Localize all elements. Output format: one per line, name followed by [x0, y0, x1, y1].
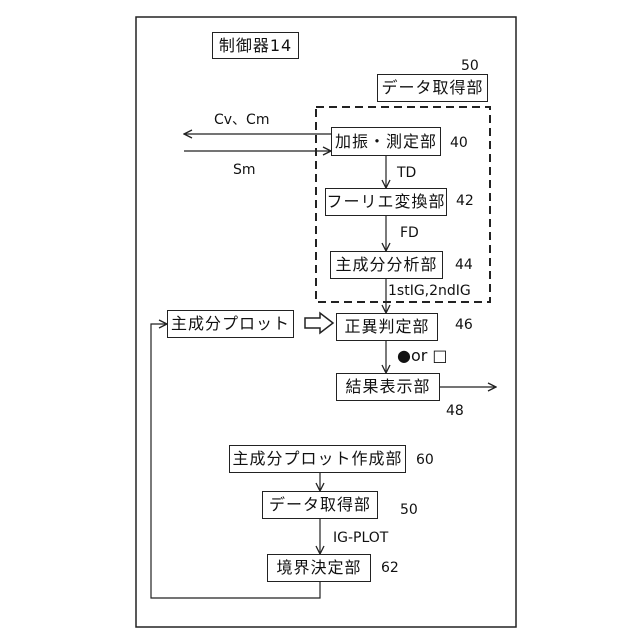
controller-title: 制御器14 — [219, 38, 292, 54]
data-acquisition-top-ref: 50 — [461, 59, 479, 73]
block-arrow-plot-to-judgment — [305, 313, 333, 333]
data-acquisition-top-label: データ取得部 — [381, 80, 483, 96]
result-display-label: 結果表示部 — [345, 379, 430, 395]
judgment-label: 正異判定部 — [344, 319, 429, 335]
edge-label-td: TD — [397, 166, 416, 180]
principal-component-plot-label: 主成分プロット — [171, 316, 290, 332]
edge-label-ig: 1stIG,2ndIG — [388, 284, 471, 298]
result-display-ref: 48 — [446, 404, 464, 418]
boundary-decision-ref: 62 — [381, 561, 399, 575]
excitation-measurement-label: 加振・測定部 — [335, 134, 437, 150]
data-acquisition-bottom-label: データ取得部 — [269, 497, 371, 513]
data-acquisition-top-box: データ取得部 — [377, 74, 488, 102]
principal-component-plot-box: 主成分プロット — [167, 310, 294, 338]
plot-creation-label: 主成分プロット作成部 — [232, 451, 402, 467]
judgment-box: 正異判定部 — [336, 313, 438, 341]
principal-component-analysis-ref: 44 — [455, 258, 473, 272]
excitation-measurement-ref: 40 — [450, 136, 468, 150]
data-acquisition-bottom-ref: 50 — [400, 503, 418, 517]
fourier-transform-ref: 42 — [456, 194, 474, 208]
edge-label-fd: FD — [400, 226, 419, 240]
data-acquisition-bottom-box: データ取得部 — [262, 491, 378, 519]
boundary-decision-box: 境界決定部 — [267, 554, 371, 582]
plot-creation-box: 主成分プロット作成部 — [229, 445, 406, 473]
result-display-box: 結果表示部 — [336, 373, 440, 401]
boundary-decision-label: 境界決定部 — [276, 560, 361, 576]
plot-creation-ref: 60 — [416, 453, 434, 467]
judgment-ref: 46 — [455, 318, 473, 332]
principal-component-analysis-box: 主成分分析部 — [330, 251, 443, 279]
principal-component-analysis-label: 主成分分析部 — [335, 257, 437, 273]
excitation-measurement-box: 加振・測定部 — [331, 127, 441, 156]
edge-label-result-marks: ●or □ — [397, 348, 448, 364]
edge-label-cv-cm: Cv、Cm — [214, 113, 269, 127]
fourier-transform-box: フーリエ変換部 — [325, 188, 447, 216]
edge-label-ig-plot: IG-PLOT — [333, 531, 388, 545]
fourier-transform-label: フーリエ変換部 — [326, 194, 445, 210]
controller-title-box: 制御器14 — [212, 32, 299, 59]
edge-label-sm: Sm — [233, 163, 256, 177]
